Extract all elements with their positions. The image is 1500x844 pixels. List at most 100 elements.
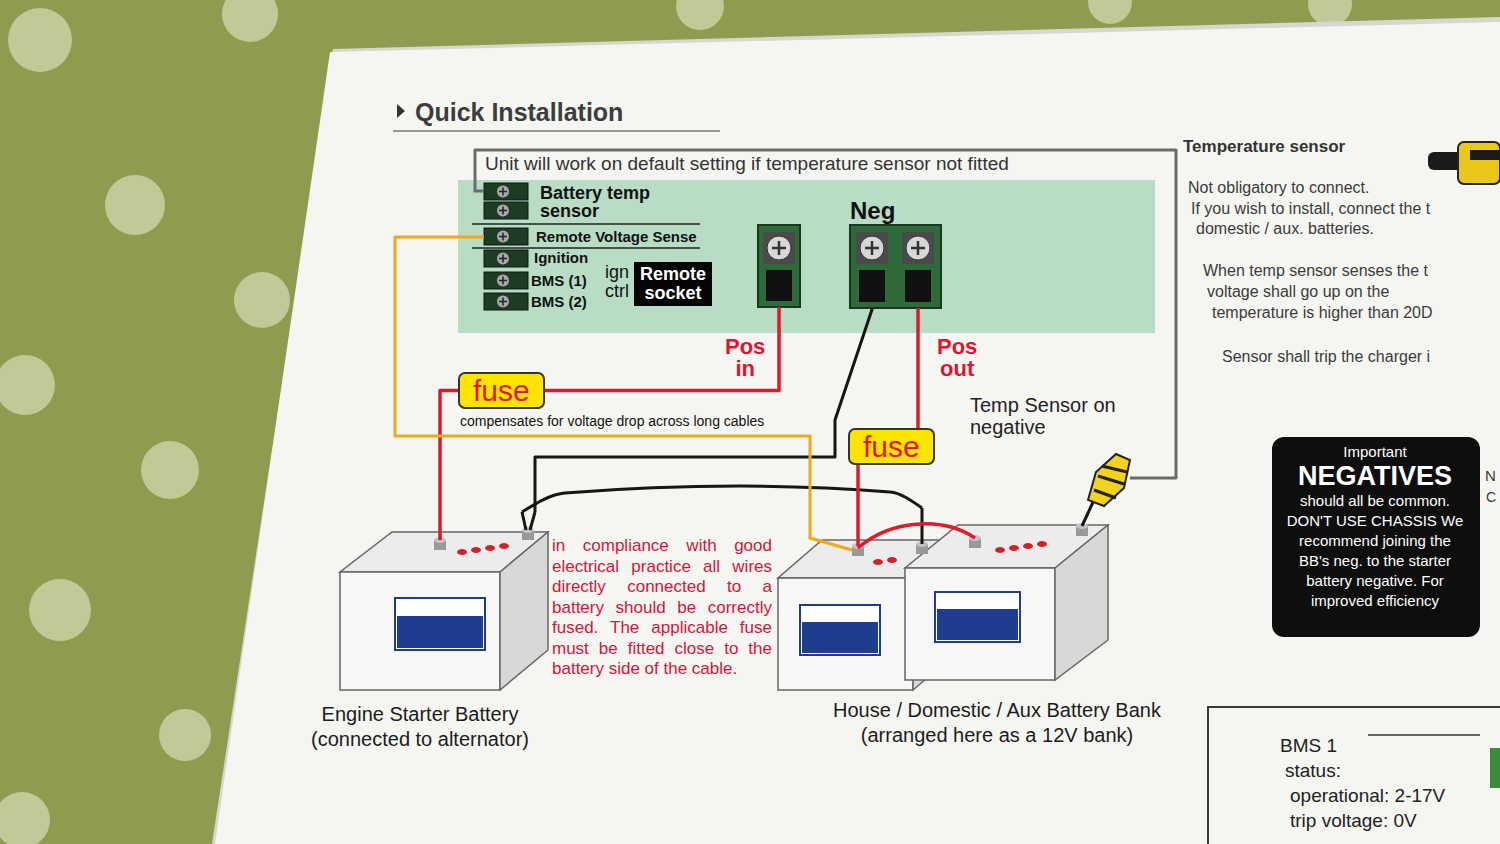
table-cell: status: [1285, 760, 1341, 782]
wire-label: Unit will work on default setting if tem… [483, 153, 1011, 175]
starter-battery-drawing [471, 547, 481, 553]
tablecloth [159, 709, 211, 761]
pos-in-terminal-block [758, 225, 800, 307]
terminal-label: Battery temp sensor [540, 184, 675, 220]
positive-wire [856, 465, 860, 508]
manual-page [212, 17, 1500, 844]
note-body: should all be common. DON'T USE CHASSIS … [1282, 491, 1468, 611]
output-terminal-block [850, 225, 941, 308]
temp-sensor-clip: Temp Sensor on negative [1078, 448, 1130, 508]
cut-off-letter: C [1486, 488, 1496, 507]
terminal-strip [484, 228, 528, 245]
positive-wire [440, 391, 458, 513]
note-heading: Important [1282, 443, 1468, 461]
house-battery-a-drawing [873, 559, 883, 565]
fuse: fuse [458, 372, 545, 409]
bms-table-decoration [1490, 748, 1500, 788]
fuse-label: fuse [863, 431, 920, 462]
temp-sensor-clip-drawing [1088, 454, 1130, 506]
positive-wire [545, 307, 779, 391]
house-battery-a-drawing [887, 557, 897, 563]
output-terminal-block [856, 232, 888, 264]
starter-battery-drawing [340, 532, 548, 690]
fusing-note: in compliance with good electrical pract… [552, 536, 772, 680]
pos-in-terminal-block [763, 232, 795, 264]
wire-stub [475, 180, 484, 191]
terminal-strip [497, 275, 509, 287]
tablecloth [676, 0, 724, 30]
pos-in-terminal-block [766, 270, 792, 301]
terminal-label: BMS (1) [531, 272, 587, 289]
positive-wire [916, 308, 920, 428]
cut-off-letter: N [1485, 466, 1496, 485]
battery-caption: Engine Starter Battery (connected to alt… [290, 702, 550, 752]
output-terminal-block [911, 241, 925, 255]
house-battery-a-drawing [802, 622, 878, 653]
terminal-strip [497, 205, 509, 217]
output-terminal-block [906, 236, 930, 260]
terminal-strip [484, 272, 528, 289]
temp-sensor-clip-drawing [1094, 466, 1127, 498]
output-terminal-block [902, 232, 934, 264]
wire-label: compensates for voltage drop across long… [458, 413, 766, 429]
wire-stub [1082, 500, 1094, 526]
terminal-strip [497, 253, 509, 265]
output-terminal-block [865, 241, 879, 255]
title-decoration [393, 104, 720, 131]
wire-stub [858, 524, 975, 548]
terminal-label: Ignition [534, 249, 588, 266]
starter-battery-drawing [485, 545, 495, 551]
sensor-photo [1458, 142, 1500, 184]
body-text: temperature is higher than 20D [1212, 303, 1433, 322]
table-heading: BMS 1 [1280, 735, 1337, 757]
terminal-strip [484, 293, 528, 310]
wire-stub [856, 508, 860, 546]
output-terminal-block [859, 270, 885, 302]
terminal-strip [497, 231, 509, 243]
fuse-label: fuse [473, 375, 530, 406]
wire-stub [440, 180, 1094, 550]
sensor-photo [1470, 150, 1500, 160]
terminal-name: Neg [850, 198, 895, 224]
pos-in-terminal-block [758, 225, 800, 307]
tablecloth [8, 8, 72, 72]
remote-socket: Remote socket [634, 262, 712, 306]
terminal-strip [499, 188, 507, 196]
title-decoration [397, 104, 405, 118]
negatives-note-box: ImportantNEGATIVESshould all be common. … [1272, 437, 1480, 637]
tablecloth [0, 792, 50, 844]
terminal-strip [484, 250, 528, 267]
body-text: When temp sensor senses the t [1203, 261, 1428, 280]
tablecloth [234, 272, 290, 328]
pos-out-terminal: Pos out [895, 225, 941, 308]
house-battery-b-drawing [937, 609, 1018, 640]
temp-sensor-wire [475, 150, 1176, 478]
terminal-strip [499, 298, 507, 306]
house-battery-b-drawing [1023, 543, 1033, 549]
starter-battery-drawing [499, 543, 509, 549]
terminal-label: BMS (2) [531, 293, 587, 310]
table-cell: operational: 2-17V [1290, 785, 1445, 807]
tablecloth [0, 355, 55, 415]
terminal-label: ign ctrl [605, 263, 629, 301]
terminal-label: Remote Voltage Sense [536, 228, 697, 245]
starter-battery-drawing [397, 616, 483, 648]
house-battery-bank: House / Domestic / Aux Battery Bank (arr… [775, 508, 1115, 692]
house-battery-b-drawing [1055, 525, 1108, 680]
page-heading: Quick Installation [415, 97, 623, 127]
house-battery-b-drawing [905, 568, 1055, 680]
house-battery-b-drawing [995, 547, 1005, 553]
terminal-strip [499, 277, 507, 285]
terminal-strip [472, 247, 700, 249]
terminal-strip [472, 223, 700, 225]
manual-page [212, 17, 1500, 844]
wire-stub [921, 508, 924, 544]
bms-status-box: BMS 1status:operational: 2-17Vtrip volta… [1207, 706, 1500, 844]
negative-link-wire [522, 486, 922, 512]
terminal-name: Pos out [937, 336, 977, 380]
